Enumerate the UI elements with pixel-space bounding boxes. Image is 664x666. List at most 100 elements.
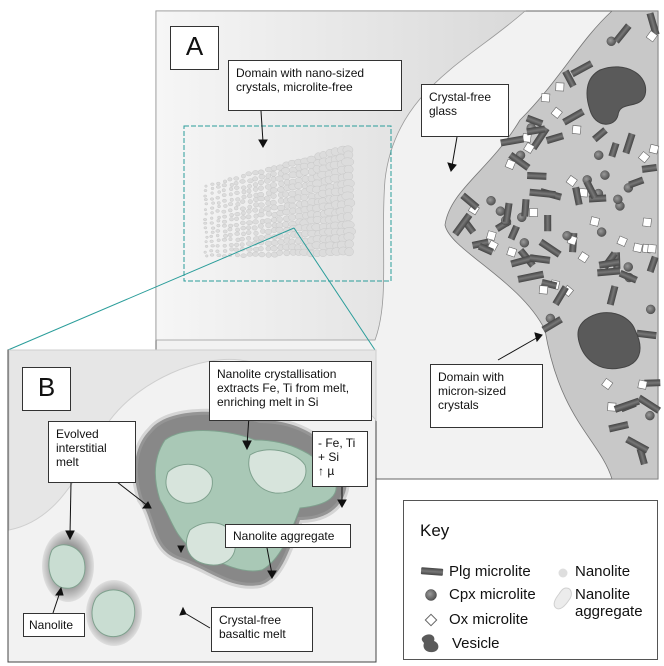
cpx-microlite <box>596 227 607 237</box>
nanolite-particle <box>204 212 208 216</box>
nanolite-particle <box>265 173 272 179</box>
nanolite-particle <box>252 207 259 213</box>
nanolite-particle <box>210 211 214 215</box>
nanolite-particle <box>240 225 247 231</box>
nanolite-particle <box>265 245 272 252</box>
ox-microlite <box>550 106 563 119</box>
nanolite-particle <box>204 244 209 248</box>
plg-microlite <box>521 199 530 217</box>
nanolite-particle <box>288 214 297 221</box>
panel-a-letter: A <box>170 26 219 70</box>
nanolite-particle <box>246 188 252 194</box>
label-crystal-free-glass: Crystal-free glass <box>421 84 509 137</box>
nanolite-particle <box>204 230 208 234</box>
nanolite-particle <box>257 223 264 229</box>
nanolite-particle <box>205 235 209 239</box>
plg-microlite <box>517 270 545 283</box>
nanolite-particle <box>210 197 215 201</box>
plg-microlite-icon <box>420 567 444 576</box>
nanolite-particle <box>217 215 221 220</box>
nanolite-particle <box>229 187 234 191</box>
nanolite-particle <box>228 223 234 228</box>
plg-microlite <box>500 135 525 147</box>
nanolite-particle <box>240 220 246 226</box>
ox-microlite <box>589 216 600 227</box>
nanolite-particle <box>203 218 208 221</box>
zoom-connector-left <box>7 227 295 351</box>
nanolite-particle <box>240 215 246 220</box>
nanolite-field <box>203 145 356 259</box>
label-evolved-melt: Evolved interstitial melt <box>48 421 136 483</box>
nanolite-particle <box>209 234 214 238</box>
label-micron-domain: Domain with micron-sized crystals <box>430 364 543 428</box>
plg-microlite <box>646 12 660 36</box>
nanolite-particle <box>278 180 285 187</box>
plg-microlite <box>562 108 585 126</box>
nanolite-particle <box>264 195 271 202</box>
nanolite-particle <box>246 220 253 226</box>
plg-microlite <box>597 267 621 277</box>
nanolite-particle <box>222 179 228 184</box>
nanolite-particle <box>241 185 247 190</box>
panel-b <box>7 349 377 663</box>
zoom-box <box>183 125 392 282</box>
nanolite-particle <box>241 210 246 216</box>
nanolite-particle <box>210 216 214 220</box>
plg-microlite <box>544 214 552 232</box>
nanolite-particle <box>263 178 271 184</box>
microlite-field <box>452 12 661 466</box>
ox-microlite <box>645 30 658 43</box>
ox-microlite <box>616 235 628 247</box>
nanolite-particle <box>258 251 266 258</box>
nanolite-particle <box>229 197 234 202</box>
nanolite-particle <box>216 181 221 186</box>
panel-b-letter: B <box>22 367 71 411</box>
plg-microlite <box>583 179 599 200</box>
nanolite-particle <box>246 235 252 241</box>
plg-microlite <box>502 202 513 223</box>
nanolite-particle <box>246 225 252 231</box>
nanolite-particle <box>210 226 216 230</box>
nanolite-grain <box>248 449 307 494</box>
nanolite-particle <box>239 242 245 247</box>
ox-microlite <box>647 243 657 254</box>
nanolite-particle <box>222 243 227 248</box>
nanolite-particle <box>283 249 291 257</box>
nanolite-particle <box>215 196 220 200</box>
nanolite-particle <box>233 185 240 190</box>
label-chem-change: - Fe, Ti + Si ↑ µ <box>312 431 368 487</box>
nanolite-particle <box>233 222 239 228</box>
ox-microlite <box>506 246 518 258</box>
nanolite-particle <box>235 237 241 242</box>
key-item-cpx: Cpx microlite <box>449 586 536 603</box>
nanolite-particle <box>221 183 227 188</box>
nanolite-particle <box>233 206 239 211</box>
nanolite-particle <box>258 174 266 180</box>
nanolite-particle <box>343 212 353 222</box>
ox-microlite <box>538 285 549 295</box>
annotation-arrows <box>52 110 543 629</box>
nanolite-particle <box>228 192 233 197</box>
nanolite-particle <box>257 195 266 202</box>
nanolite-particle <box>252 170 259 176</box>
nanolite-particle <box>265 190 272 196</box>
nanolite-particle <box>221 188 226 193</box>
ox-microlite <box>540 92 551 103</box>
nanolite-particle <box>257 212 265 218</box>
cpx-microlite <box>600 170 610 180</box>
nanolite-particle <box>257 179 265 186</box>
nanolite-particle <box>241 231 246 237</box>
ox-microlite <box>637 151 651 164</box>
nanolite-particle <box>239 179 246 184</box>
nanolite-particle <box>210 186 215 191</box>
nanolite-particle <box>282 221 290 228</box>
nanolite-particle <box>223 234 229 238</box>
nanolite-particle <box>257 169 265 175</box>
nanolite-particle <box>203 226 208 230</box>
plg-microlite <box>598 258 620 269</box>
nanolite-particle <box>294 182 303 190</box>
nanolite-particle <box>209 221 214 225</box>
nanolite-particle <box>300 194 309 202</box>
nanolite-particle <box>229 182 234 187</box>
